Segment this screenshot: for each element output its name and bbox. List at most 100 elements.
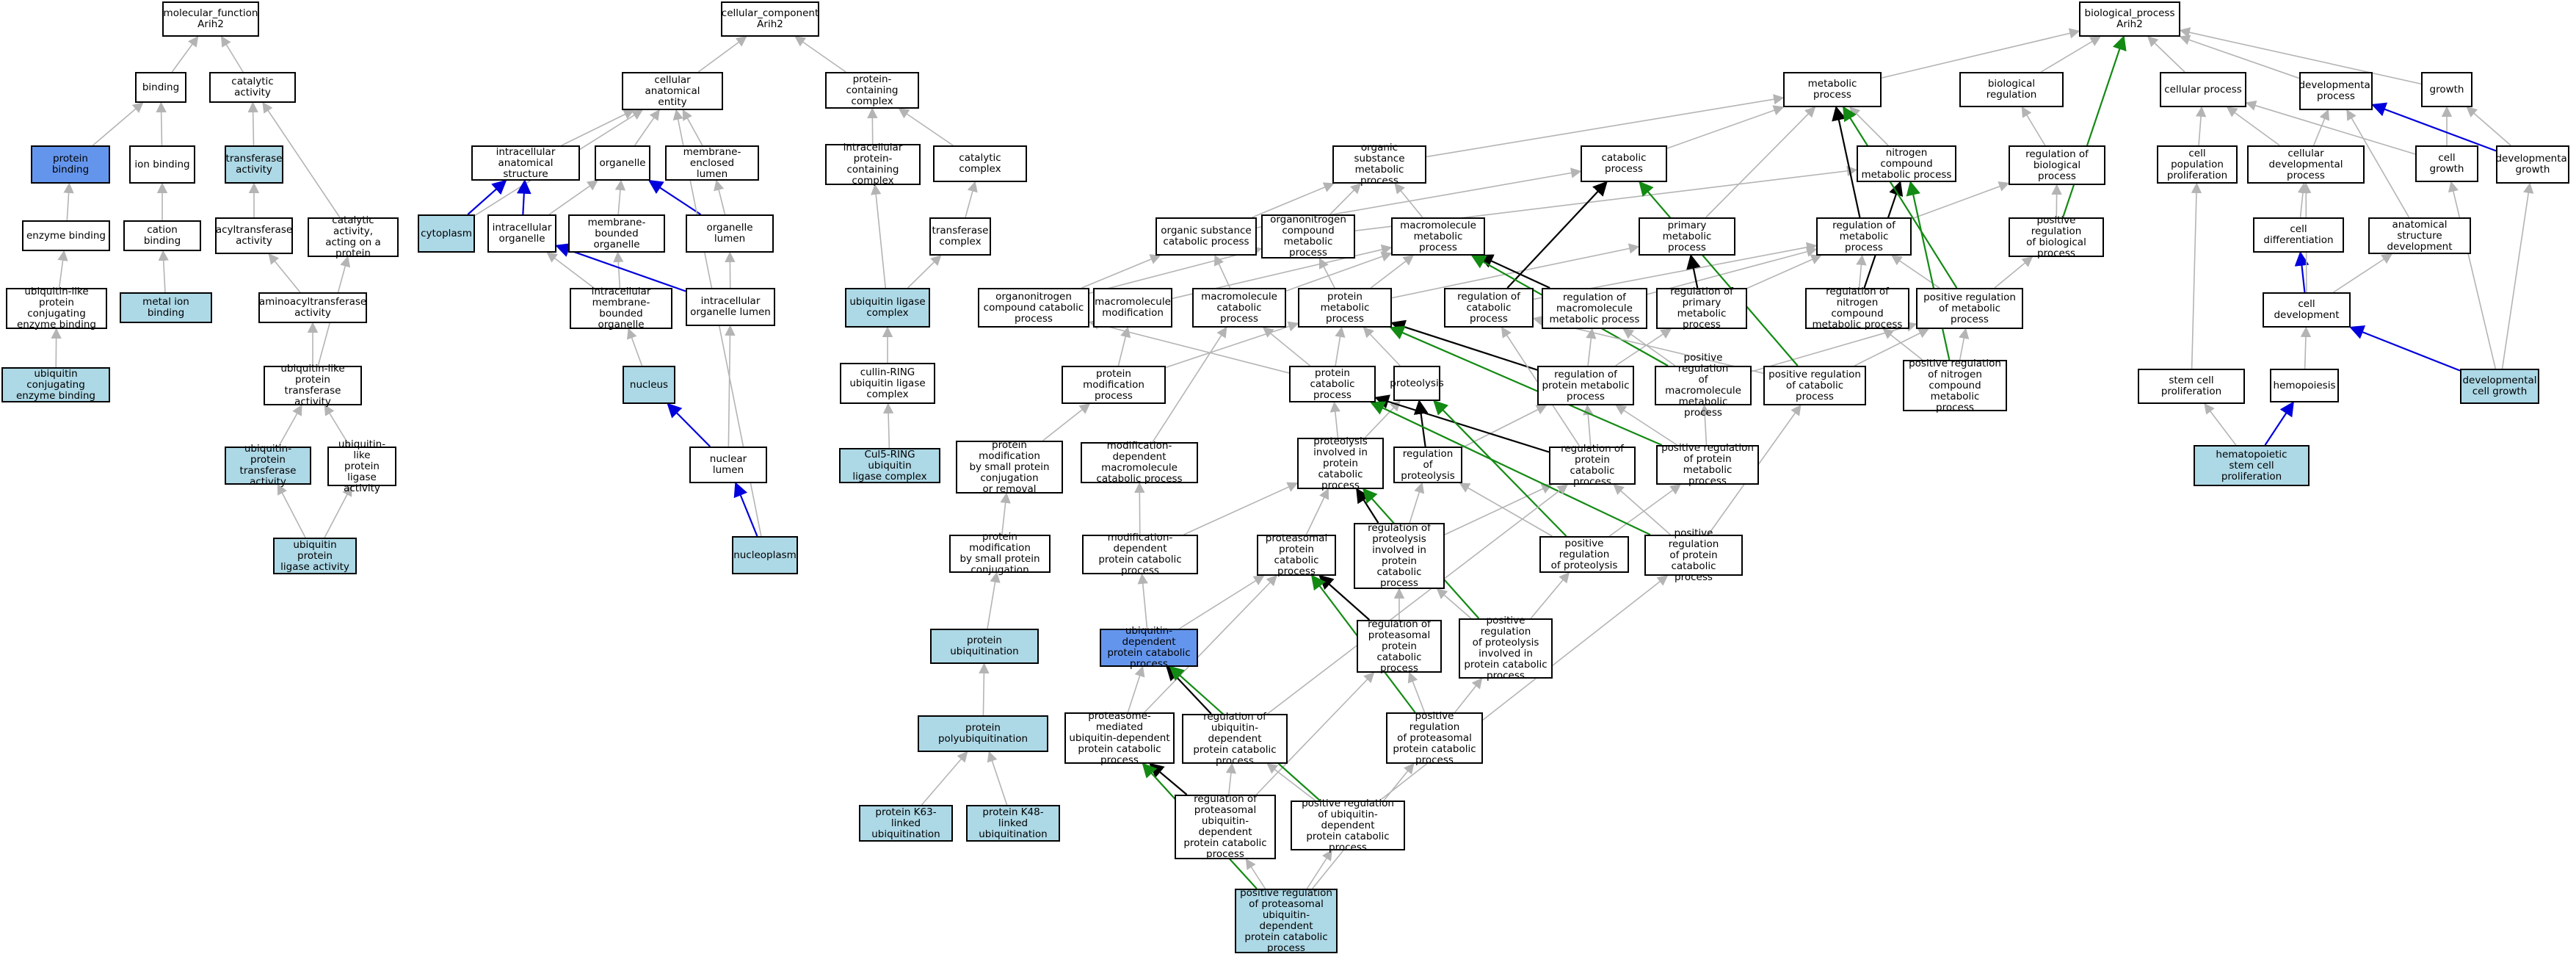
node-regproteasomalcp[interactable]: regulation of proteasomal protein catabo… xyxy=(1357,618,1442,673)
node-moddepprotcp[interactable]: modification-dependent protein catabolic… xyxy=(1082,532,1198,577)
node-celldev[interactable]: cell development xyxy=(2263,292,2351,328)
node-hsprol[interactable]: hematopoietic stem cell proliferation xyxy=(2194,445,2310,486)
node-osmp[interactable]: organic substance metabolic process xyxy=(1332,142,1426,187)
node-scprol[interactable]: stem cell proliferation xyxy=(2138,369,2245,404)
node-cullin[interactable]: cullin-RING ubiquitin ligase complex xyxy=(840,363,935,404)
node-cytoplasm[interactable]: cytoplasm xyxy=(418,214,475,253)
node-acyl[interactable]: acyltransferase activity xyxy=(215,217,293,254)
node-posregproteasomalubdep[interactable]: positive regulation of proteasomal ubiqu… xyxy=(1235,888,1338,954)
node-ionbind[interactable]: ion binding xyxy=(129,145,195,184)
node-metalion[interactable]: metal ion binding xyxy=(120,292,212,323)
node-posregmp[interactable]: positive regulation of metabolic process xyxy=(1916,288,2023,329)
node-enzbind[interactable]: enzyme binding xyxy=(22,220,110,251)
node-celldevproc[interactable]: cellular developmental process xyxy=(2247,145,2365,184)
node-growth[interactable]: growth xyxy=(2421,72,2472,107)
node-bioreg[interactable]: biological regulation xyxy=(1959,72,2064,107)
node-protmod[interactable]: protein modification process xyxy=(1062,366,1166,404)
node-asdev[interactable]: anatomical structure development xyxy=(2368,217,2471,254)
node-regprotmp[interactable]: regulation of protein metabolic process xyxy=(1537,366,1634,405)
node-mf[interactable]: molecular_function Arih2 xyxy=(162,1,259,37)
node-regmacromp[interactable]: regulation of macromolecule metabolic pr… xyxy=(1542,288,1647,329)
node-regproteasomalubdep[interactable]: regulation of proteasomal ubiquitin-depe… xyxy=(1175,794,1276,860)
node-cationbind[interactable]: cation binding xyxy=(123,220,201,251)
node-ublconjbind[interactable]: ubiquitin-like protein conjugating enzym… xyxy=(6,286,107,330)
node-onccp[interactable]: organonitrogen compound catabolic proces… xyxy=(978,288,1089,328)
node-posregproteolysis[interactable]: positive regulation of proteolysis xyxy=(1539,536,1629,573)
node-catact[interactable]: catalytic activity xyxy=(209,72,296,103)
node-pcc[interactable]: protein-containing complex xyxy=(825,72,919,109)
node-devcellgrowth[interactable]: developmental cell growth xyxy=(2460,369,2539,404)
node-devgrowth[interactable]: developmental growth xyxy=(2495,145,2570,184)
node-ncmp[interactable]: nitrogen compound metabolic process xyxy=(1857,145,1956,182)
node-regproteolinv[interactable]: regulation of proteolysis involved in pr… xyxy=(1354,523,1445,589)
node-devproc[interactable]: developmental process xyxy=(2299,72,2373,110)
node-hemopoiesis[interactable]: hemopoiesis xyxy=(2270,369,2339,402)
node-posregproteasomalcp[interactable]: positive regulation of proteasomal prote… xyxy=(1386,710,1483,765)
node-aminoacyl[interactable]: aminoacyltransferase activity xyxy=(258,292,367,323)
node-protmodsmall[interactable]: protein modification by small protein co… xyxy=(956,439,1063,494)
node-posregproteolinv[interactable]: positive regulation of proteolysis invol… xyxy=(1459,615,1553,682)
node-cellgrowth[interactable]: cell growth xyxy=(2415,145,2478,182)
node-catproc[interactable]: catabolic process xyxy=(1581,145,1667,182)
node-protubiq[interactable]: protein ubiquitination xyxy=(930,629,1039,664)
node-protcp[interactable]: protein catabolic process xyxy=(1289,366,1376,402)
node-regubdepcp[interactable]: regulation of ubiquitin-dependent protei… xyxy=(1182,711,1288,766)
node-ubdepcp[interactable]: ubiquitin-dependent protein catabolic pr… xyxy=(1100,626,1198,670)
node-macrocp[interactable]: macromolecule catabolic process xyxy=(1192,288,1286,328)
node-mel[interactable]: membrane-enclosed lumen xyxy=(665,145,759,181)
node-intraorg[interactable]: intracellular organelle xyxy=(487,214,556,253)
node-protmp[interactable]: protein metabolic process xyxy=(1298,288,1392,328)
node-protbind[interactable]: protein binding xyxy=(31,145,110,184)
node-posregbio[interactable]: positive regulation of biological proces… xyxy=(2009,215,2104,259)
node-regbio[interactable]: regulation of biological process xyxy=(2009,145,2105,185)
node-iol[interactable]: intracellular organelle lumen xyxy=(686,288,775,326)
node-cae[interactable]: cellular anatomical entity xyxy=(622,72,723,110)
node-k63[interactable]: protein K63-linked ubiquitination xyxy=(859,805,953,842)
node-imbo[interactable]: intracellular membrane-bounded organelle xyxy=(570,286,672,330)
node-cc[interactable]: cellular_component Arih2 xyxy=(721,1,819,37)
node-mbo[interactable]: membrane-bounded organelle xyxy=(568,214,665,253)
node-proteasomemed[interactable]: proteasome-mediated ubiquitin-dependent … xyxy=(1064,710,1175,765)
node-ubprottrans[interactable]: ubiquitin-protein transferase activity xyxy=(225,444,311,488)
node-ubligcomplex[interactable]: ubiquitin ligase complex xyxy=(845,288,930,328)
node-posregprotmp[interactable]: positive regulation of protein metabolic… xyxy=(1656,443,1759,487)
node-celldiff[interactable]: cell differentiation xyxy=(2253,217,2344,253)
node-transcomplex[interactable]: transferase complex xyxy=(929,217,991,256)
node-nucleoplasm[interactable]: nucleoplasm xyxy=(732,536,798,574)
node-posregcp[interactable]: positive regulation of catabolic process xyxy=(1763,366,1866,405)
node-protpolyubiq[interactable]: protein polyubiquitination xyxy=(918,715,1048,752)
node-nucleus[interactable]: nucleus xyxy=(623,366,675,404)
node-metproc[interactable]: metabolic process xyxy=(1783,72,1882,107)
node-ublligase[interactable]: ubiquitin-like protein ligase activity xyxy=(327,438,396,494)
node-oscp[interactable]: organic substance catabolic process xyxy=(1155,217,1257,256)
node-regprimmp[interactable]: regulation of primary metabolic process xyxy=(1656,286,1747,330)
node-posregncmp[interactable]: positive regulation of nitrogen compound… xyxy=(1903,358,2007,413)
node-protmodsmallconj[interactable]: protein modification by small protein co… xyxy=(949,532,1051,576)
node-ias[interactable]: intracellular anatomical structure xyxy=(471,145,580,181)
node-proteasomalcp[interactable]: proteasomal protein catabolic process xyxy=(1257,533,1336,577)
node-ubligase[interactable]: ubiquitin protein ligase activity xyxy=(273,538,357,574)
node-proteolinv[interactable]: proteolysis involved in protein cataboli… xyxy=(1297,436,1384,491)
node-macromod[interactable]: macromolecule modification xyxy=(1093,288,1172,328)
node-ubconjbind[interactable]: ubiquitin conjugating enzyme binding xyxy=(1,367,110,402)
node-regprotcp[interactable]: regulation of protein catabolic process xyxy=(1549,444,1636,488)
node-k48[interactable]: protein K48-linked ubiquitination xyxy=(966,805,1060,842)
node-macromp[interactable]: macromolecule metabolic process xyxy=(1391,217,1485,256)
node-ublprottrans[interactable]: ubiquitin-like protein transferase activ… xyxy=(264,364,362,408)
node-cellproc[interactable]: cellular process xyxy=(2160,72,2246,107)
node-primmp[interactable]: primary metabolic process xyxy=(1639,217,1735,256)
node-regproteolysis[interactable]: regulation of proteolysis xyxy=(1393,447,1462,483)
node-posregprotcp[interactable]: positive regulation of protein catabolic… xyxy=(1644,527,1743,582)
node-regcp[interactable]: regulation of catabolic process xyxy=(1444,288,1534,328)
node-orglumen[interactable]: organelle lumen xyxy=(686,214,774,253)
node-catprot[interactable]: catalytic activity, acting on a protein xyxy=(308,215,399,259)
node-posregmacromp[interactable]: positive regulation of macromolecule met… xyxy=(1655,353,1752,419)
node-cul5[interactable]: Cul5-RING ubiquitin ligase complex xyxy=(839,448,940,483)
node-binding[interactable]: binding xyxy=(135,72,186,103)
node-bp[interactable]: biological_process Arih2 xyxy=(2079,1,2180,37)
node-nuclumen[interactable]: nuclear lumen xyxy=(689,447,767,483)
node-regncmp[interactable]: regulation of nitrogen compound metaboli… xyxy=(1805,286,1909,330)
node-regmp[interactable]: regulation of metabolic process xyxy=(1816,217,1912,256)
node-cellpopprol[interactable]: cell population proliferation xyxy=(2157,145,2238,184)
node-ipcc[interactable]: intracellular protein-containing complex xyxy=(825,142,921,187)
